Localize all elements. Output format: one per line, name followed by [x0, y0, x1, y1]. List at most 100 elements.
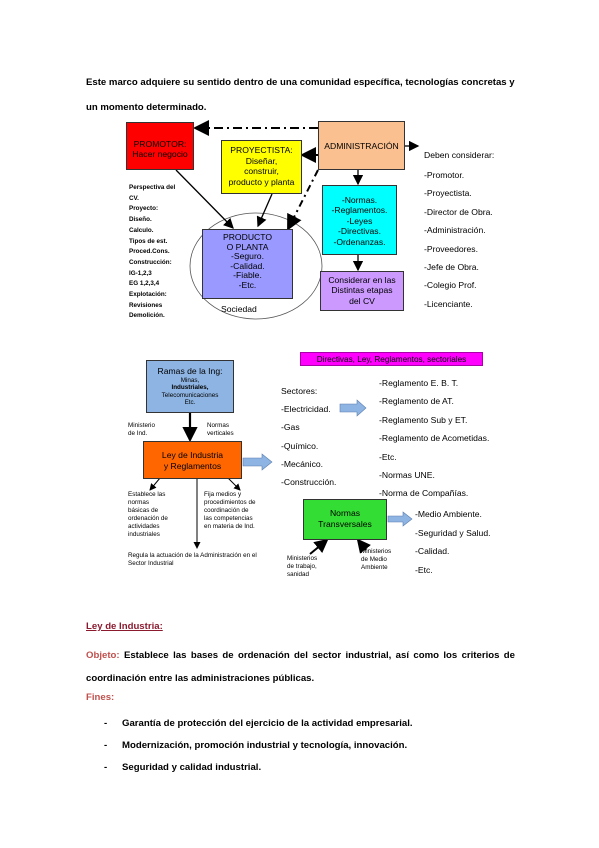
deben-list: -Promotor. -Proyectista. -Director de Ob… [424, 166, 494, 313]
normas-line: -Reglamentos. [331, 205, 388, 216]
sectores-arrow [339, 399, 367, 417]
list-item: -Norma de Compañías. [379, 488, 469, 499]
sociedad-label: Sociedad [221, 304, 257, 314]
note-line: Ministerios [287, 555, 318, 562]
list-item: -Mecánico. [281, 458, 324, 469]
note-line: Explotación: [129, 291, 167, 299]
fines-heading: Fines: [86, 692, 115, 703]
promotor-producto-arrow [175, 169, 234, 229]
normas-line: -Normas. [341, 195, 378, 205]
note-line: normas [128, 499, 149, 506]
list-item: -Gas [281, 422, 300, 433]
ley-line: Ley de Industria [161, 450, 224, 460]
note-line: Revisiones [129, 301, 163, 309]
min-trabajo-note: Ministerios de trabajo, sanidad [287, 555, 317, 579]
ramas-line: Etc. [184, 399, 196, 407]
list-item: -Etc. [415, 564, 433, 575]
fin-text: Garantía de protección del ejercicio de … [122, 718, 413, 729]
proyectista-line: PROYECTISTA: [230, 145, 293, 155]
administracion-box: ADMINISTRACIÓN [318, 121, 405, 170]
ramas-line: Industriales, [171, 384, 209, 392]
list-item: -Seguridad y calidad industrial. [104, 762, 262, 773]
note-line: Ministerios [361, 548, 392, 555]
note-line: Fija medios y [204, 491, 242, 498]
note-line: Demolición. [129, 312, 165, 320]
producto-box: PRODUCTO O PLANTA -Seguro. -Calidad. -Fi… [202, 229, 293, 299]
normas-line: -Ordenanzas. [333, 236, 386, 247]
producto-line: PRODUCTO [222, 232, 273, 242]
considerar-line: Distintas etapas [331, 285, 393, 296]
list-item: -Medio Ambiente. [415, 509, 482, 519]
objeto-text: Establece las bases de ordenación del se… [86, 650, 515, 684]
note-line: EG 1,2,3,4 [129, 280, 160, 288]
list-item: -Licenciante. [424, 298, 473, 309]
sociedad-ellipse [189, 212, 323, 320]
list-item: -Jefe de Obra. [424, 262, 479, 273]
deben-title: Deben considerar: [424, 150, 495, 160]
producto-line: -Fiable. [233, 270, 262, 281]
note-line: Sector Industrial [128, 560, 174, 567]
list-item: -Electricidad. [281, 404, 331, 415]
list-item: -Reglamento de Acometidas. [379, 433, 490, 444]
producto-line: -Calidad. [230, 260, 265, 271]
note-line: de trabajo, [287, 563, 317, 570]
proyectista-line: Diseñar, [245, 155, 278, 166]
objeto-paragraph: Objeto: Establece las bases de ordenació… [86, 644, 515, 690]
note-line: coordinación de [204, 507, 249, 514]
note-line: Construcción: [129, 258, 172, 266]
transversales-list: -Medio Ambiente. -Seguridad y Salud. -Ca… [415, 505, 490, 579]
list-item: -Garantía de protección del ejercicio de… [104, 718, 413, 729]
ministerio-ind: Ministerio de Ind. [128, 422, 155, 438]
list-item: Sectores: [281, 386, 318, 396]
min-trabajo-arrow [309, 538, 329, 555]
ramas-line: Minas, [180, 377, 200, 384]
ley-line: y Reglamentos [163, 461, 222, 471]
list-item: -Calidad. [415, 546, 450, 557]
ramas-box: Ramas de la Ing: Minas, Industriales, Te… [146, 360, 234, 413]
list-item: -Proyectista. [424, 188, 472, 199]
producto-line: O PLANTA [226, 241, 269, 252]
note-line: básicas de [128, 507, 159, 514]
promotor-label: PROMOTOR: Hacer negocio [132, 139, 188, 159]
ley-box: Ley de Industria y Reglamentos [143, 441, 242, 479]
directivas-label: Directivas, Ley, Reglamentos, sectoriale… [316, 355, 467, 364]
ramas-title: Ramas de la Ing: [157, 366, 223, 376]
producto-line: -Seguro. [231, 251, 264, 262]
ley-fija-arrow [227, 477, 241, 491]
list-item: -Reglamento Sub y ET. [379, 414, 468, 425]
proyectista-box: PROYECTISTA: Diseñar, construir, product… [221, 140, 302, 194]
list-item: -Normas UNE. [379, 470, 435, 481]
transversales-arrow [387, 511, 413, 527]
intro-paragraph: Este marco adquiere su sentido dentro de… [86, 77, 515, 113]
min-medio-note: Ministerios de Medio Ambiente [361, 548, 391, 572]
sectores-list: Sectores: -Electricidad. -Gas -Químico. … [281, 382, 336, 491]
considerar-line: del CV [349, 295, 375, 306]
list-item: -Proveedores. [424, 243, 478, 254]
note-line: actividades [128, 523, 160, 530]
transversales-box: Normas Transversales [303, 499, 387, 540]
considerar-box: Considerar en las Distintas etapas del C… [320, 271, 404, 311]
list-item: -Director de Obra. [424, 206, 493, 217]
proyectista-line: producto y planta [228, 176, 295, 187]
list-item: -Reglamento de AT. [379, 396, 454, 407]
normas-box: -Normas. -Reglamentos. -Leyes -Directiva… [322, 185, 397, 255]
list-item: -Colegio Prof. [424, 280, 477, 291]
promotor-box: PROMOTOR: Hacer negocio [126, 122, 194, 170]
proyectista-line: construir, [244, 166, 279, 177]
ley-heading: Ley de Industria: [86, 621, 163, 632]
transversales-line: Transversales [318, 519, 372, 529]
establece-note: Establece las normas básicas de ordenaci… [128, 491, 168, 539]
note-line: las competencias [204, 515, 253, 522]
note-line: Normas [207, 422, 230, 429]
list-item: -Modernización, promoción industrial y t… [104, 740, 408, 751]
note-line: verticales [207, 430, 234, 437]
list-item: -Administración. [424, 225, 486, 236]
transversales-line: Normas [329, 508, 361, 518]
proyectista-producto-arrow [256, 193, 273, 228]
note-line: Diseño. [129, 216, 152, 224]
list-item: -Reglamento E. B. T. [379, 378, 459, 388]
list-item: -Construcción. [281, 477, 337, 488]
note-line: sanidad [287, 571, 310, 578]
list-item: -Promotor. [424, 170, 465, 180]
left-notes: Perspectiva del CV. Proyecto: Diseño. Ca… [129, 183, 175, 322]
